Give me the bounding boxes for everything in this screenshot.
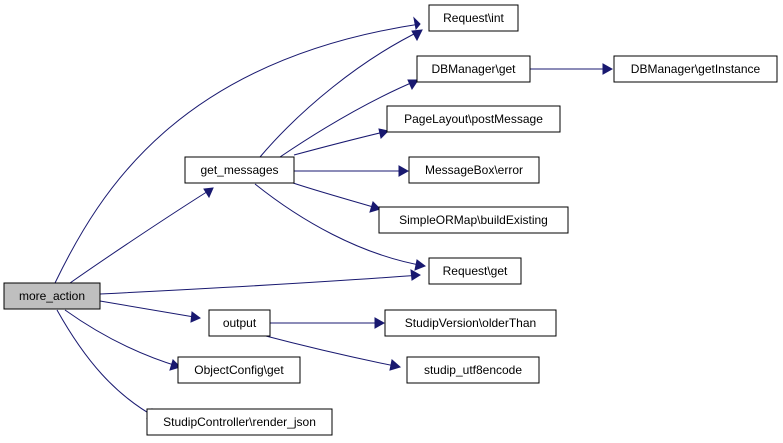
node-objectconfig-get[interactable]: ObjectConfig\get: [177, 356, 301, 384]
node-label: MessageBox\error: [425, 163, 523, 177]
node-label: PageLayout\postMessage: [404, 112, 543, 126]
edge-more-action-to-request-int: [54, 16, 421, 284]
node-dbmanager-getinstance[interactable]: DBManager\getInstance: [613, 55, 778, 83]
edge-output-to-olderthan: [270, 317, 386, 329]
node-output[interactable]: output: [208, 309, 271, 337]
edge-more-action-to-objectconfig-get: [64, 309, 181, 371]
node-label: StudipVersion\olderThan: [405, 316, 536, 330]
node-olderthan[interactable]: StudipVersion\olderThan: [384, 309, 557, 337]
node-get-messages[interactable]: get_messages: [184, 156, 295, 184]
edge-get-messages-to-buildexisting: [289, 181, 381, 213]
edge-get-messages-to-postmessage: [293, 128, 389, 156]
node-postmessage[interactable]: PageLayout\postMessage: [386, 105, 561, 133]
edge-more-action-to-get-messages: [69, 187, 214, 284]
edge-more-action-to-render-json: [56, 309, 158, 419]
node-label: more_action: [19, 289, 85, 303]
edge-dbmanager-get-to-getinstance: [530, 63, 614, 75]
node-label: StudipController\render_json: [163, 415, 316, 429]
node-request-get[interactable]: Request\get: [428, 257, 522, 285]
edge-get-messages-to-messagebox-error: [293, 165, 410, 177]
edge-get-messages-to-request-int: [259, 29, 423, 158]
edge-output-to-utf8encode: [261, 334, 402, 371]
node-label: SimpleORMap\buildExisting: [399, 213, 548, 227]
node-label: Request\int: [443, 11, 504, 25]
node-label: DBManager\getInstance: [631, 62, 761, 76]
node-label: Request\get: [443, 264, 508, 278]
node-label: DBManager\get: [431, 62, 516, 76]
node-render-json[interactable]: StudipController\render_json: [146, 408, 333, 436]
node-more-action[interactable]: more_action: [3, 282, 101, 310]
node-label: get_messages: [200, 163, 278, 177]
edge-get-messages-to-dbmanager-get: [279, 79, 419, 158]
node-buildexisting[interactable]: SimpleORMap\buildExisting: [378, 206, 569, 234]
node-utf8encode[interactable]: studip_utf8encode: [406, 356, 540, 384]
nodes: more_action get_messages output ObjectCo…: [3, 4, 778, 436]
node-dbmanager-get[interactable]: DBManager\get: [416, 55, 531, 83]
node-label: studip_utf8encode: [424, 363, 522, 377]
node-messagebox-error[interactable]: MessageBox\error: [408, 156, 540, 184]
node-label: ObjectConfig\get: [194, 363, 284, 377]
edge-get-messages-to-request-get: [254, 183, 427, 271]
node-label: output: [223, 316, 257, 330]
edges: [54, 16, 614, 419]
edge-more-action-to-output: [99, 300, 201, 323]
edge-more-action-to-request-get: [99, 269, 421, 295]
node-request-int[interactable]: Request\int: [428, 4, 519, 32]
